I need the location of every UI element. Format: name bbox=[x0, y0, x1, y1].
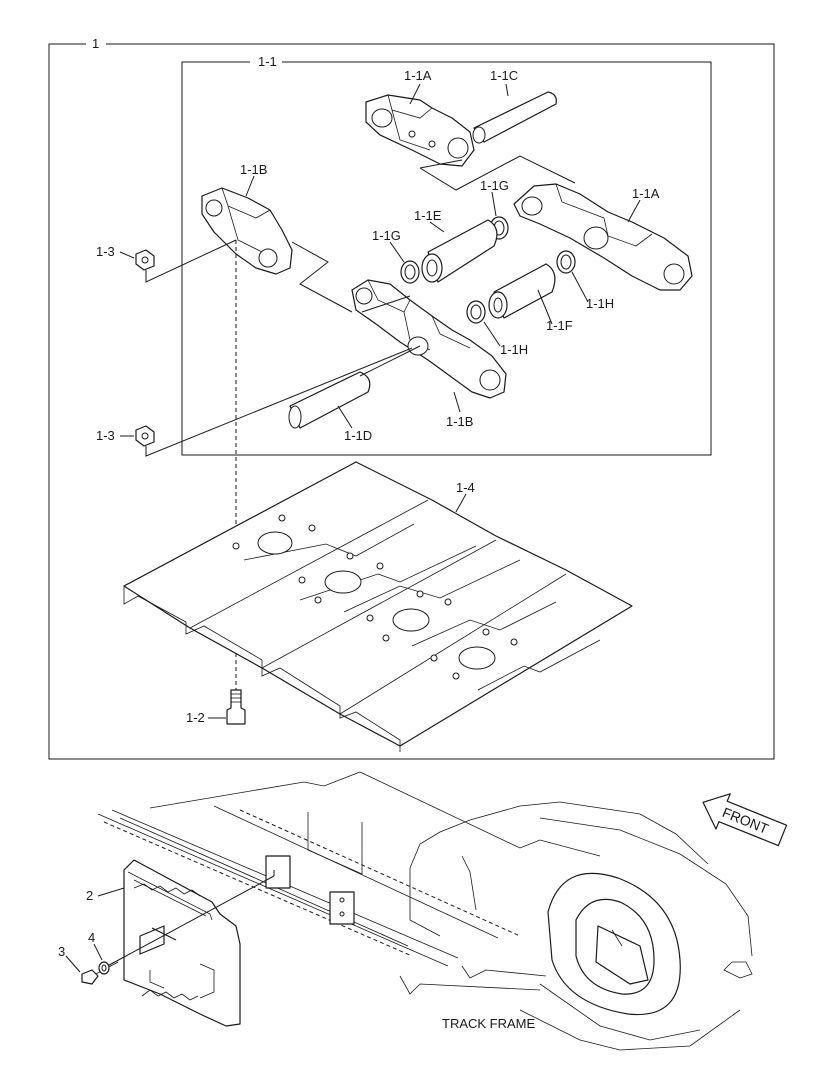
track-link-b-left bbox=[201, 187, 293, 275]
callout-link-b-lower: 1-1B bbox=[446, 414, 473, 429]
subassembly-label: 1-1 bbox=[258, 54, 277, 69]
callout-bolt: 3 bbox=[58, 944, 65, 959]
callout-nut-lower: 1-3 bbox=[96, 428, 115, 443]
callout-shoe-plate: 1-4 bbox=[456, 480, 475, 495]
pin-d bbox=[288, 371, 371, 429]
callout-shoe-bolt: 1-2 bbox=[186, 710, 205, 725]
assembly-label: 1 bbox=[92, 36, 99, 51]
callout-labels: 1-1A 1-1C 1-1B 1-1G 1-1A 1-1E 1-1G 1-3 1… bbox=[96, 68, 660, 725]
track-link-a-top bbox=[365, 94, 475, 167]
callout-guard: 2 bbox=[86, 888, 93, 903]
assembly-frame: 1 bbox=[48, 36, 775, 760]
seal-g-lower bbox=[400, 260, 420, 284]
front-arrow: FRONT bbox=[702, 793, 788, 847]
bushing-f bbox=[488, 263, 556, 319]
track-link-a-right bbox=[513, 183, 693, 291]
seal-h-lower bbox=[466, 300, 486, 324]
guard-washer bbox=[98, 961, 110, 975]
nut-lower bbox=[135, 425, 155, 447]
nut-upper bbox=[135, 249, 155, 271]
leader-lines bbox=[119, 83, 641, 513]
track-link-center bbox=[351, 279, 507, 399]
shoe-bolt bbox=[226, 689, 246, 725]
track-shoe-plates bbox=[123, 461, 633, 752]
callout-link-a-top: 1-1A bbox=[404, 68, 432, 83]
callout-link-a-right: 1-1A bbox=[632, 186, 660, 201]
callout-pin-c: 1-1C bbox=[490, 68, 518, 83]
callout-seal-g-lower: 1-1G bbox=[372, 228, 401, 243]
pin-c bbox=[472, 91, 557, 144]
track-guard bbox=[123, 859, 241, 1027]
callout-seal-h-lower: 1-1H bbox=[500, 342, 528, 357]
callout-link-b-left: 1-1B bbox=[240, 162, 267, 177]
callout-nut-upper: 1-3 bbox=[96, 244, 115, 259]
callout-seal-h-right: 1-1H bbox=[586, 296, 614, 311]
callout-washer: 4 bbox=[88, 930, 95, 945]
track-frame: TRACK FRAME bbox=[97, 771, 753, 1051]
guard-leaders bbox=[65, 887, 125, 973]
callout-pin-d: 1-1D bbox=[344, 428, 372, 443]
seal-h-right bbox=[556, 250, 576, 274]
subassembly-frame: 1-1 bbox=[181, 54, 712, 456]
callout-bushing-f: 1-1F bbox=[546, 318, 573, 333]
track-frame-label: TRACK FRAME bbox=[442, 1016, 536, 1031]
callout-bushing-e: 1-1E bbox=[414, 208, 442, 223]
callout-seal-g-upper: 1-1G bbox=[480, 178, 509, 193]
bushing-e bbox=[421, 219, 498, 283]
